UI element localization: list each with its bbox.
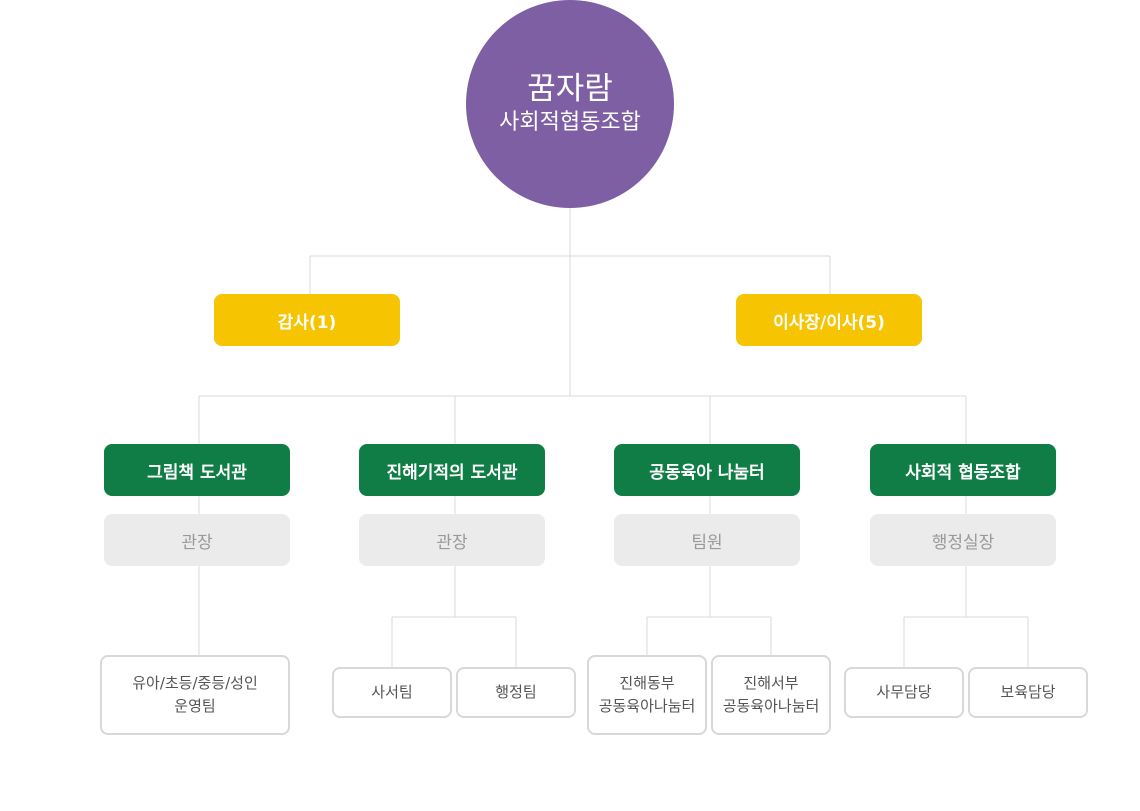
team-node: 사무담당: [844, 667, 964, 718]
team-label-line: 사서팀: [371, 683, 413, 701]
division-node: 그림책 도서관: [104, 444, 290, 496]
team-label-line: 공동육아나눔터: [722, 697, 820, 715]
head-node: 행정실장: [870, 514, 1056, 566]
team-node: 행정팀: [456, 667, 576, 718]
division-node: 사회적 협동조합: [870, 444, 1056, 496]
head-node: 관장: [359, 514, 545, 566]
root-node: 꿈자람 사회적협동조합: [466, 0, 674, 208]
division-node: 진해기적의 도서관: [359, 444, 545, 496]
root-subtitle: 사회적협동조합: [499, 110, 641, 135]
head-node: 관장: [104, 514, 290, 566]
division-node: 공동육아 나눔터: [614, 444, 800, 496]
team-label-line: 보육담당: [1000, 683, 1056, 701]
board-node: 이사장/이사(5): [736, 294, 922, 346]
root-title: 꿈자람: [527, 71, 613, 107]
team-node: 사서팀: [332, 667, 452, 718]
team-label-line: 유아/초등/중등/성인: [132, 674, 258, 692]
head-node: 팀원: [614, 514, 800, 566]
team-label-line: 공동육아나눔터: [598, 697, 696, 715]
team-label-line: 진해동부: [619, 674, 675, 692]
team-node: 진해동부 공동육아나눔터: [587, 655, 707, 735]
team-node: 보육담당: [968, 667, 1088, 718]
team-label-line: 사무담당: [876, 683, 932, 701]
team-label-line: 운영팀: [174, 697, 216, 715]
team-label-line: 행정팀: [495, 683, 537, 701]
auditor-node: 감사(1): [214, 294, 400, 346]
team-label-line: 진해서부: [743, 674, 799, 692]
team-node: 진해서부 공동육아나눔터: [711, 655, 831, 735]
team-node: 유아/초등/중등/성인 운영팀: [100, 655, 290, 735]
